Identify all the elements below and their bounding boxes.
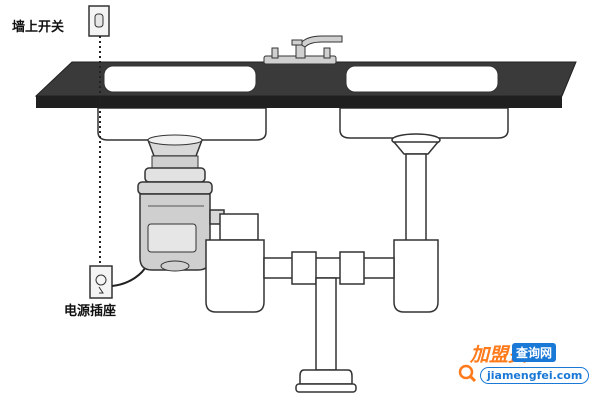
left-sink-opening bbox=[103, 65, 257, 93]
right-trap bbox=[393, 239, 439, 313]
connecting-pipe bbox=[263, 251, 395, 285]
watermark-subtitle: 查询网 bbox=[512, 343, 557, 362]
right-sink-basin bbox=[339, 107, 509, 139]
power-outlet-icon bbox=[89, 265, 113, 299]
faucet-icon bbox=[263, 35, 343, 65]
right-sink-opening bbox=[345, 65, 499, 93]
right-drain bbox=[391, 133, 441, 245]
floor-drain-pipe bbox=[295, 277, 357, 393]
power-outlet-label: 电源插座 bbox=[64, 304, 117, 319]
watermark: 加盟费 查询网 jiamengfei.com bbox=[454, 340, 594, 392]
left-trap bbox=[205, 213, 265, 313]
countertop-edge bbox=[36, 96, 562, 108]
wall-switch-label: 墙上开关 bbox=[12, 20, 65, 35]
wall-switch-icon bbox=[88, 5, 110, 37]
power-cord bbox=[111, 261, 151, 287]
watermark-url: jiamengfei.com bbox=[480, 367, 590, 384]
left-sink-basin bbox=[97, 107, 267, 141]
magnifier-icon bbox=[458, 364, 476, 382]
garbage-disposer bbox=[137, 134, 225, 272]
